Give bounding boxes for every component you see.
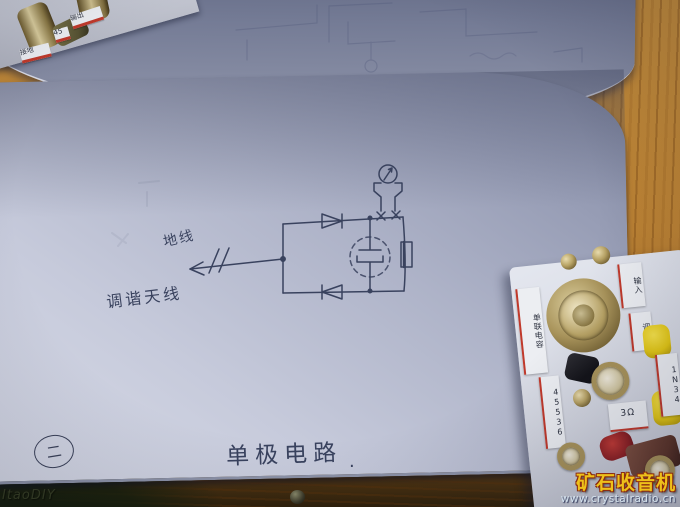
earphone-symbol: [400, 240, 413, 269]
brass-nut: [572, 388, 592, 408]
meter-symbol: [373, 164, 403, 221]
site-watermark: 矿石收音机 www.crystalradio.cn: [560, 472, 676, 505]
page-number: 二: [45, 441, 63, 463]
clip-x-right: [391, 210, 401, 220]
brass-screw: [559, 252, 578, 271]
site-name: 矿石收音机: [575, 472, 676, 495]
corner-watermark: ItaoDIY: [2, 488, 56, 503]
detector-symbol: [349, 217, 391, 292]
site-url: www.crystalradio.cn: [560, 492, 676, 505]
ghost-circuit-sketch: [235, 2, 583, 73]
circuit-caption: 单极电路: [225, 439, 343, 471]
screw-terminal: [555, 441, 587, 472]
board-right: 输入 调谐 单联电容 45536 3Ω 1N34: [508, 245, 680, 507]
capacitor-symbol: [208, 247, 230, 274]
circuit-loop: [282, 216, 406, 294]
diode-bottom-icon: [321, 284, 343, 300]
board-label-number: 45536: [538, 375, 567, 450]
variable-capacitor: [542, 274, 625, 357]
caption-period: .: [349, 451, 355, 472]
arrow-icon: [189, 261, 205, 276]
clip-x-left: [376, 211, 386, 221]
board-label-cap: 单联电容: [515, 286, 549, 375]
antenna-lead: [189, 215, 373, 294]
show-through-marks: [111, 180, 160, 247]
diode-top-icon: [321, 213, 343, 229]
table-screw: [290, 490, 305, 504]
board-label-bottom: 3Ω: [607, 400, 649, 433]
board-label-input: 输入: [617, 262, 646, 309]
